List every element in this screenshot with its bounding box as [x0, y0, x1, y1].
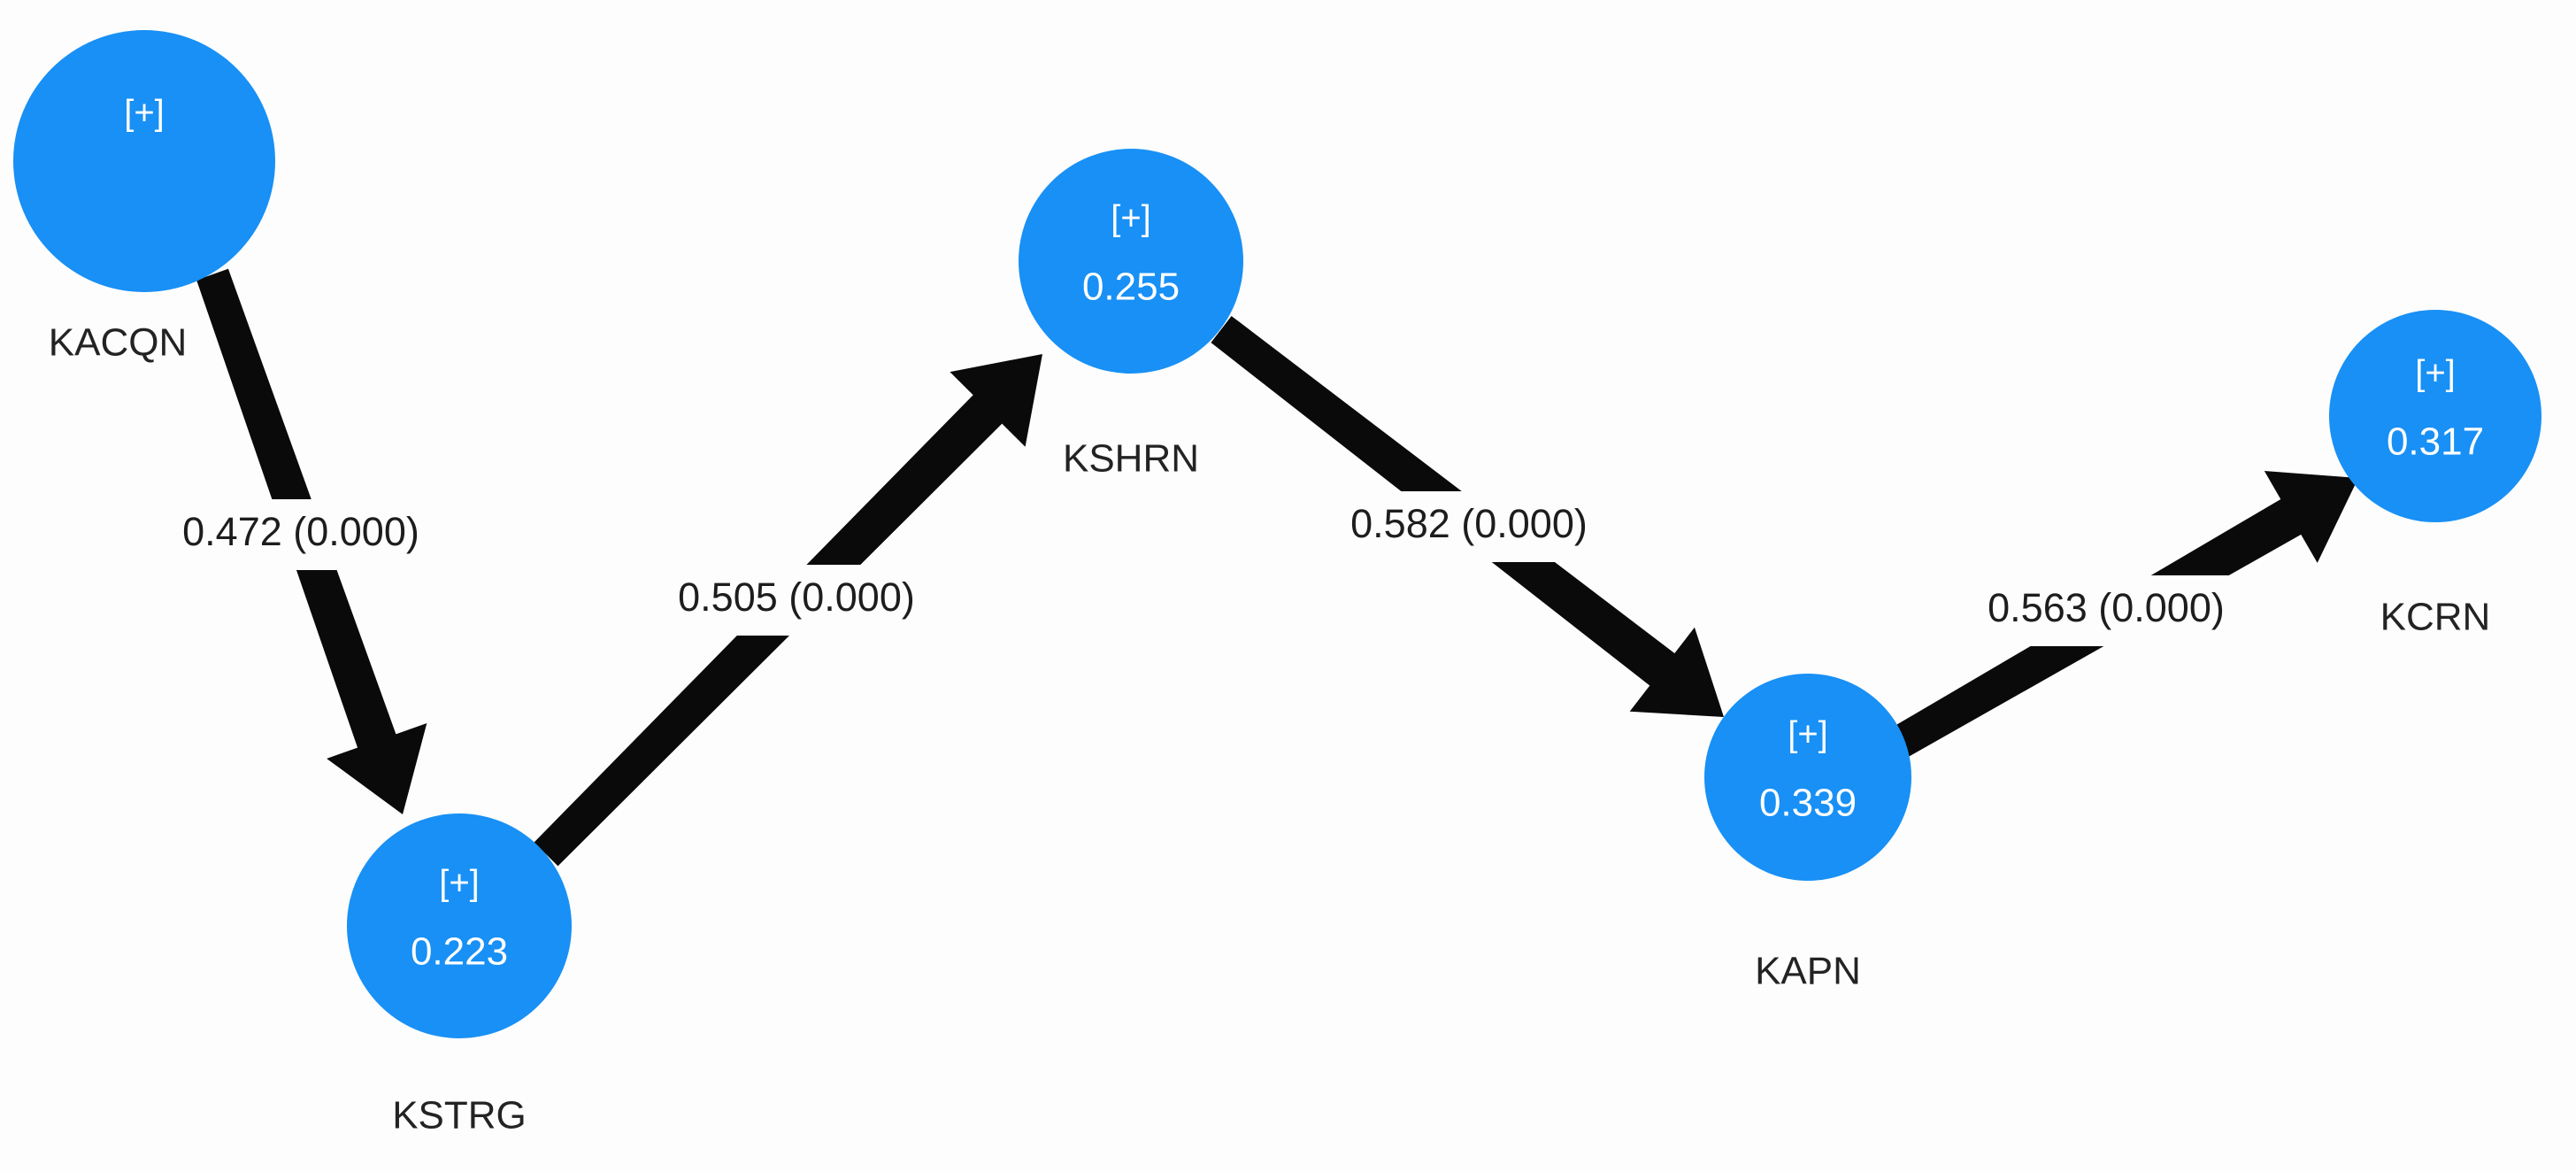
edge-label-kacqn-to-kstrg[interactable]: 0.472 (0.000)	[162, 499, 440, 570]
edge-label-text: 0.472 (0.000)	[182, 509, 419, 554]
node-r2-kapn: 0.339	[1759, 782, 1857, 825]
node-sign-kacqn: [+]	[124, 94, 165, 133]
edge-label-backdrop	[1330, 491, 1608, 562]
edge-label-backdrop	[1967, 575, 2245, 646]
node-r2-kshrn: 0.255	[1082, 266, 1180, 309]
node-caption-kstrg: KSTRG	[392, 1094, 527, 1137]
node-sign-kstrg: [+]	[439, 864, 480, 903]
node-caption-kcrn: KCRN	[2380, 596, 2491, 639]
node-kacqn[interactable]: [+] KACQN	[13, 30, 275, 365]
edge-label-kshrn-to-kapn[interactable]: 0.582 (0.000)	[1330, 491, 1608, 562]
edge-label-kapn-to-kcrn[interactable]: 0.563 (0.000)	[1967, 575, 2245, 646]
edge-label-text: 0.582 (0.000)	[1350, 501, 1588, 546]
node-sign-kcrn: [+]	[2415, 354, 2456, 393]
edge-label-text: 0.505 (0.000)	[678, 574, 915, 620]
node-caption-kshrn: KSHRN	[1063, 437, 1199, 481]
node-circle-kcrn[interactable]	[2329, 310, 2541, 522]
edge-label-backdrop	[657, 565, 935, 636]
edge-label-kstrg-to-kshrn[interactable]: 0.505 (0.000)	[657, 565, 935, 636]
node-sign-kshrn: [+]	[1111, 199, 1151, 238]
edge-label-backdrop	[162, 499, 440, 570]
edge-label-text: 0.563 (0.000)	[1988, 585, 2225, 630]
node-circle-kshrn[interactable]	[1019, 149, 1243, 374]
node-circle-kapn[interactable]	[1704, 674, 1911, 881]
node-circle-kacqn[interactable]	[13, 30, 275, 292]
node-sign-kapn: [+]	[1788, 715, 1828, 754]
node-r2-kcrn: 0.317	[2387, 420, 2484, 464]
edge-labels-layer: 0.472 (0.000) 0.505 (0.000) 0.582 (0.000) 0…	[162, 491, 2245, 646]
node-caption-kapn: KAPN	[1755, 950, 1861, 993]
edges-layer	[196, 268, 2358, 867]
node-circle-kstrg[interactable]	[347, 813, 572, 1038]
node-r2-kstrg: 0.223	[411, 930, 508, 974]
node-caption-kacqn: KACQN	[49, 321, 187, 365]
